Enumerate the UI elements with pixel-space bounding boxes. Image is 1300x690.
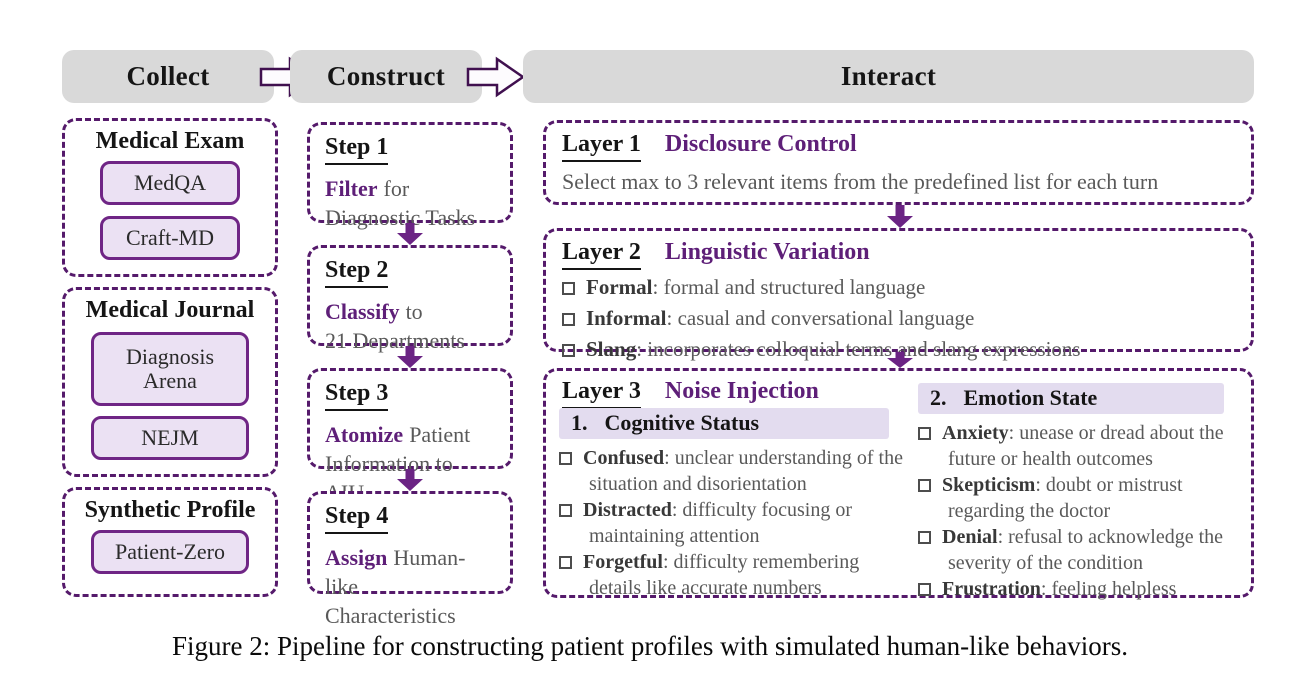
list-item: Forgetful: difficulty remembering detail… [559,549,911,601]
cognitive-status-column: 1. Cognitive Status Confused: unclear und… [559,408,911,601]
phase-bar-collect: Collect [62,50,274,103]
step-label: Step 3 [325,380,389,411]
item-term: Slang [586,337,637,362]
step-text: Human-like Characteristics [325,544,466,628]
layer-label: Layer 2 [562,239,641,270]
checkbox-icon [918,427,931,441]
figure-caption: Figure 2: Pipeline for constructing pati… [171,631,1129,661]
item-desc: : refusal to acknowledge the severity of… [948,526,1224,575]
checkbox-icon [918,479,931,493]
source-group-synthetic-profile: Synthetic Profile Patient-Zero [62,487,278,597]
list-item: Frustration: feeling helpless [918,576,1248,602]
layer-title: Noise Injection [664,378,819,404]
group-title: Synthetic Profile [84,497,256,523]
item-desc: : casual and conversational language [666,305,975,330]
arrow-down-icon [397,469,423,491]
list-item: Denial: refusal to acknowledge the sever… [918,524,1248,576]
item-desc: : difficulty remembering details like ac… [589,551,860,600]
source-group-medical-exam: Medical Exam MedQA Craft-MD [62,118,278,277]
checkbox-icon [562,344,575,358]
dataset-pill-medqa: MedQA [100,161,240,206]
item-desc: : doubt or mistrust regarding the doctor [948,474,1183,523]
list-item: Informal: casual and conversational lang… [562,305,1235,332]
heading-number: 2. [930,385,947,410]
layer-3-box: Layer 3 Noise Injection 1. Cognitive Stat… [543,368,1254,601]
item-term: Skepticism [942,474,1036,497]
layer-1-description: Select max to 3 relevant items from the … [562,168,1159,194]
layer-label: Layer 1 [562,131,641,162]
step-text: for Diagnostic Tasks [325,175,476,230]
checkbox-icon [559,556,572,570]
dataset-pill-patient-zero: Patient-Zero [91,530,249,575]
step-keyword: Atomize [325,421,404,447]
phase-bar-construct: Construct [290,50,482,103]
heading-number: 1. [571,410,588,435]
item-term: Distracted [583,499,672,522]
list-item: Skepticism: doubt or mistrust regarding … [918,472,1248,524]
arrow-down-icon [397,223,423,245]
dataset-pill-diagnosis-arena: Diagnosis Arena [91,332,249,407]
cognitive-status-heading: 1. Cognitive Status [559,408,889,440]
emotion-state-heading: 2. Emotion State [918,383,1224,415]
list-item: Confused: unclear understanding of the s… [559,445,911,497]
item-desc: : feeling helpless [1040,578,1177,601]
step-label: Step 1 [325,134,389,165]
checkbox-icon [559,452,572,466]
arrow-down-icon [887,205,913,228]
checkbox-icon [562,312,575,326]
list-item: Anxiety: unease or dread about the futur… [918,420,1248,472]
item-term: Formal [586,274,653,299]
arrow-right-icon [466,56,526,98]
list-item: Slang: incorporates colloquial terms and… [562,336,1235,363]
item-term: Confused [583,447,665,470]
arrow-down-icon [887,352,913,368]
checkbox-icon [559,504,572,518]
checkbox-icon [562,281,575,295]
arrow-down-icon [397,346,423,368]
group-title: Medical Journal [85,297,255,323]
emotion-state-column: 2. Emotion State Anxiety: unease or dread… [918,383,1248,602]
layer-2-box: Layer 2 Linguistic Variation Formal: for… [543,228,1254,361]
dataset-pill-nejm: NEJM [91,416,249,461]
source-group-medical-journal: Medical Journal Diagnosis Arena NEJM [62,287,278,477]
item-desc: : incorporates colloquial terms and slan… [636,337,1081,362]
item-term: Informal [586,305,667,330]
checkbox-icon [918,583,931,597]
heading-text: Cognitive Status [604,410,760,435]
layer-1-box: Layer 1 Disclosure Control Select max to… [543,120,1254,205]
checkbox-icon [918,531,931,545]
step-keyword: Filter [325,175,378,201]
step-label: Step 2 [325,257,389,288]
item-term: Denial [942,526,998,549]
list-item: Distracted: difficulty focusing or maint… [559,497,911,549]
item-desc: : unclear understanding of the situation… [589,447,903,496]
step-label: Step 4 [325,503,389,534]
item-term: Forgetful [583,551,663,574]
phase-bar-interact: Interact [523,50,1254,103]
item-desc: : unease or dread about the future or he… [948,422,1224,471]
step-keyword: Classify [325,298,400,324]
group-title: Medical Exam [95,128,245,154]
item-desc: : formal and structured language [652,274,926,299]
item-desc: : difficulty focusing or maintaining att… [589,499,853,548]
layer-label: Layer 3 [562,378,641,409]
heading-text: Emotion State [963,385,1098,410]
layer-title: Linguistic Variation [664,239,870,265]
item-term: Frustration [942,578,1041,601]
step-keyword: Assign [325,544,388,570]
list-item: Formal: formal and structured language [562,274,1235,301]
dataset-pill-craft-md: Craft-MD [100,216,240,261]
item-term: Anxiety [942,422,1009,445]
layer-title: Disclosure Control [664,131,857,157]
